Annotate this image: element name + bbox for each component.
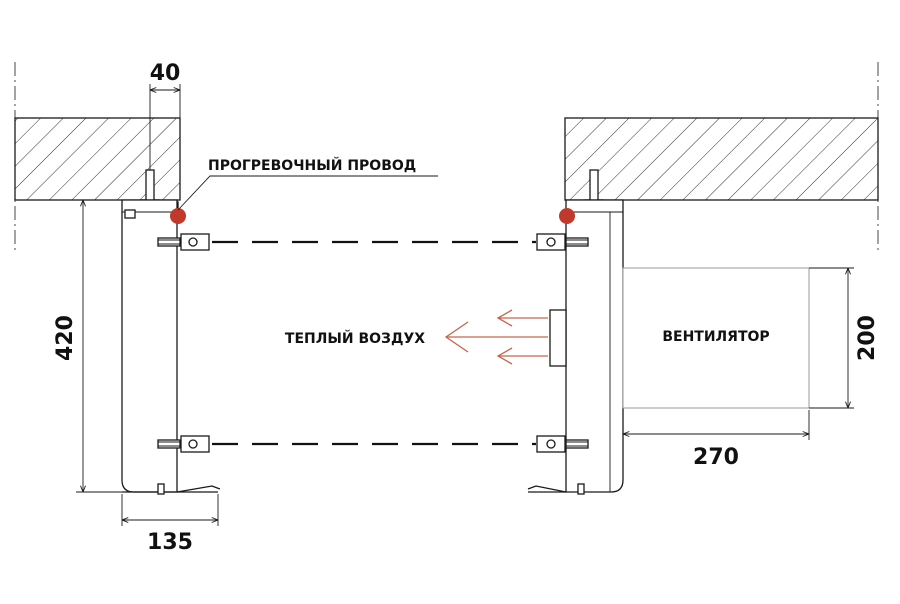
bracket-top-right (536, 233, 589, 251)
ceiling-block-right (564, 117, 879, 201)
ceiling-block-left (14, 117, 181, 201)
warm-air-arrows (444, 309, 548, 365)
bracket-bottom-left (157, 435, 210, 453)
heating-wire-dot-left (170, 208, 186, 224)
fan-label: ВЕНТИЛЯТОР (662, 329, 769, 345)
dim-fan-length-value: 270 (693, 445, 739, 470)
bracket-bottom-right (536, 435, 589, 453)
fan-box (622, 267, 810, 409)
dim-top-gap-value: 40 (150, 61, 181, 86)
heating-wire-dot-right (559, 208, 575, 224)
heating-wire-label: ПРОГРЕВОЧНЫЙ ПРОВОД (208, 157, 416, 174)
dim-fan-length: 270 (623, 410, 810, 470)
dim-height-value: 420 (53, 315, 78, 361)
air-outlet-nozzle (549, 309, 567, 367)
dim-top-gap: 40 (149, 61, 181, 118)
dim-height: 420 (53, 199, 122, 493)
warm-air-label: ТЕПЛЫЙ ВОЗДУХ (285, 330, 425, 347)
dim-width: 135 (121, 494, 219, 555)
bracket-top-left (157, 233, 210, 251)
heating-wire-leader (177, 175, 438, 211)
dim-width-value: 135 (147, 530, 193, 555)
right-unit (527, 169, 624, 495)
left-unit (121, 100, 221, 495)
dim-fan-height: 200 (809, 267, 880, 409)
dim-fan-height-value: 200 (855, 315, 880, 361)
